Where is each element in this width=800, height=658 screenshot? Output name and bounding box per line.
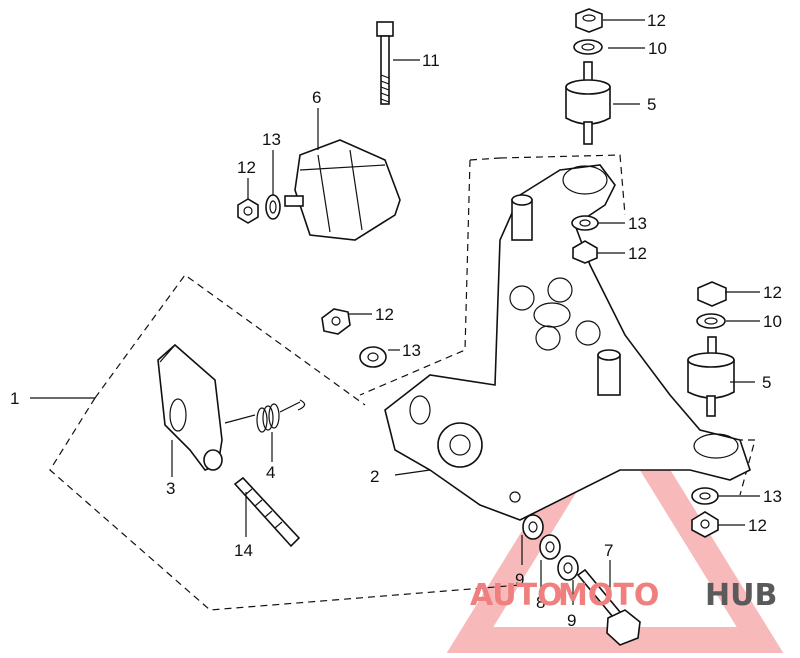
- washer-part-13-lower: [691, 487, 719, 505]
- callout-13-upper: 13: [628, 214, 647, 233]
- watermark-text-auto: AUTO: [470, 578, 563, 613]
- callout-10-top: 10: [648, 39, 667, 58]
- callout-13-lower: 13: [763, 487, 782, 506]
- callout-8: 8: [536, 593, 545, 612]
- nut-part-12-top: [575, 8, 603, 33]
- mount-part-6: [284, 139, 401, 241]
- bushing-part-8: [539, 534, 561, 560]
- callout-12-left: 12: [237, 158, 256, 177]
- callout-12-middle: 12: [375, 305, 394, 324]
- bolt-part-11: [376, 21, 394, 105]
- washer-part-13-middle: [359, 346, 387, 368]
- callout-12-lower: 12: [748, 516, 767, 535]
- callout-12-top: 12: [647, 11, 666, 30]
- watermark-text-hub: HUB: [705, 578, 777, 613]
- nut-part-12-left: [237, 198, 259, 224]
- callout-12-upper: 12: [628, 244, 647, 263]
- bolt-part-7: [576, 568, 641, 646]
- callout-12-right: 12: [763, 283, 782, 302]
- bracket-part-3: [157, 343, 223, 471]
- pin-part-14: [233, 476, 301, 548]
- callout-1: 1: [10, 389, 19, 408]
- spring-part-4: [224, 399, 306, 433]
- rubber-mount-part-5-right: [687, 336, 735, 417]
- callout-3: 3: [166, 479, 175, 498]
- watermark-logo: AUTO MOTO HUB: [470, 578, 777, 613]
- watermark-text-moto: MOTO: [558, 578, 659, 613]
- callout-6: 6: [312, 88, 321, 107]
- washer-part-10-right: [696, 313, 726, 329]
- callout-5-top: 5: [647, 95, 656, 114]
- washer-part-10-top: [573, 39, 603, 55]
- callout-7: 7: [604, 541, 613, 560]
- callout-4: 4: [266, 463, 275, 482]
- rubber-mount-part-5-top: [565, 61, 611, 145]
- washer-part-9-b: [557, 555, 579, 581]
- callout-14: 14: [234, 541, 253, 560]
- washer-part-13-left: [265, 194, 281, 220]
- leader-lines: [30, 19, 760, 605]
- washer-part-13-upper: [571, 215, 599, 231]
- nut-part-12-upper: [572, 240, 598, 264]
- washer-part-9-a: [522, 514, 544, 540]
- callout-9-b: 9: [567, 611, 576, 630]
- callout-9-a: 9: [515, 570, 524, 589]
- nut-part-12-lower: [691, 511, 719, 538]
- nut-part-12-middle: [321, 308, 351, 335]
- callout-10-right: 10: [763, 312, 782, 331]
- nut-part-12-right-top: [697, 281, 727, 307]
- callout-2: 2: [370, 467, 379, 486]
- callout-5-right: 5: [762, 373, 771, 392]
- callout-13-left: 13: [262, 130, 281, 149]
- callout-11: 11: [422, 51, 440, 70]
- callout-13-middle: 13: [402, 341, 421, 360]
- crossmember-part-2: [384, 164, 751, 521]
